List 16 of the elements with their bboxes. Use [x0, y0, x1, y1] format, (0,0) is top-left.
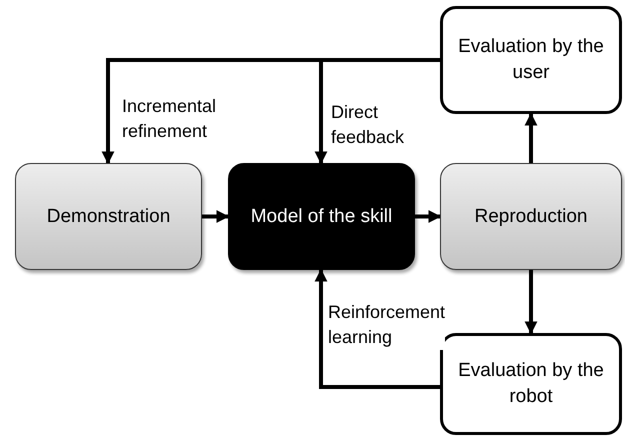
arrow: [314, 268, 440, 389]
process-box: [440, 333, 622, 435]
process-box: [440, 163, 622, 270]
node-label: Evaluation by the robot: [457, 359, 605, 409]
node-label: Evaluation by the user: [457, 35, 605, 85]
arrow: [314, 58, 440, 164]
process-box: [228, 163, 415, 270]
node-label: Reproduction: [474, 204, 588, 229]
process-box: [440, 6, 622, 114]
arrow: [524, 112, 538, 163]
arrow: [202, 210, 230, 223]
node-label: Model of the skill: [250, 204, 392, 229]
arrow: [415, 210, 442, 223]
arrow: [524, 270, 538, 334]
node-label: Demonstration: [46, 204, 170, 229]
process-box: [15, 163, 202, 270]
